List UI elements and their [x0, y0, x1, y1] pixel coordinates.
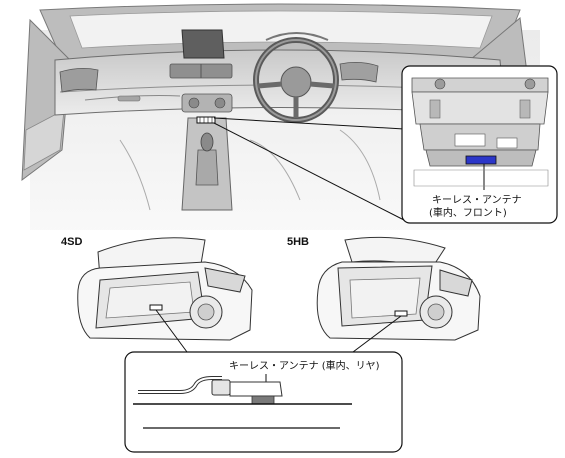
rear-antenna-detail-callout: キーレス・アンテナ (車内、リヤ): [124, 351, 403, 453]
front-antenna-label-line2: (車内、フロント): [429, 206, 507, 219]
hatchback-cargo-illustration: 5HB: [287, 236, 481, 341]
sedan-trunk-illustration: 4SD: [61, 236, 253, 341]
front-antenna-detail-callout: キーレス・アンテナ (車内、フロント): [401, 65, 558, 224]
rear-callout-leaders: [155, 309, 402, 353]
hatchback-label: 5HB: [287, 236, 309, 248]
rear-antenna-label: キーレス・アンテナ (車内、リヤ): [229, 359, 380, 372]
front-keyless-antenna-highlight: [465, 155, 497, 165]
front-antenna-label-line1: キーレス・アンテナ: [432, 194, 522, 206]
sedan-label: 4SD: [61, 236, 82, 248]
front-callout-leader: [213, 117, 405, 221]
